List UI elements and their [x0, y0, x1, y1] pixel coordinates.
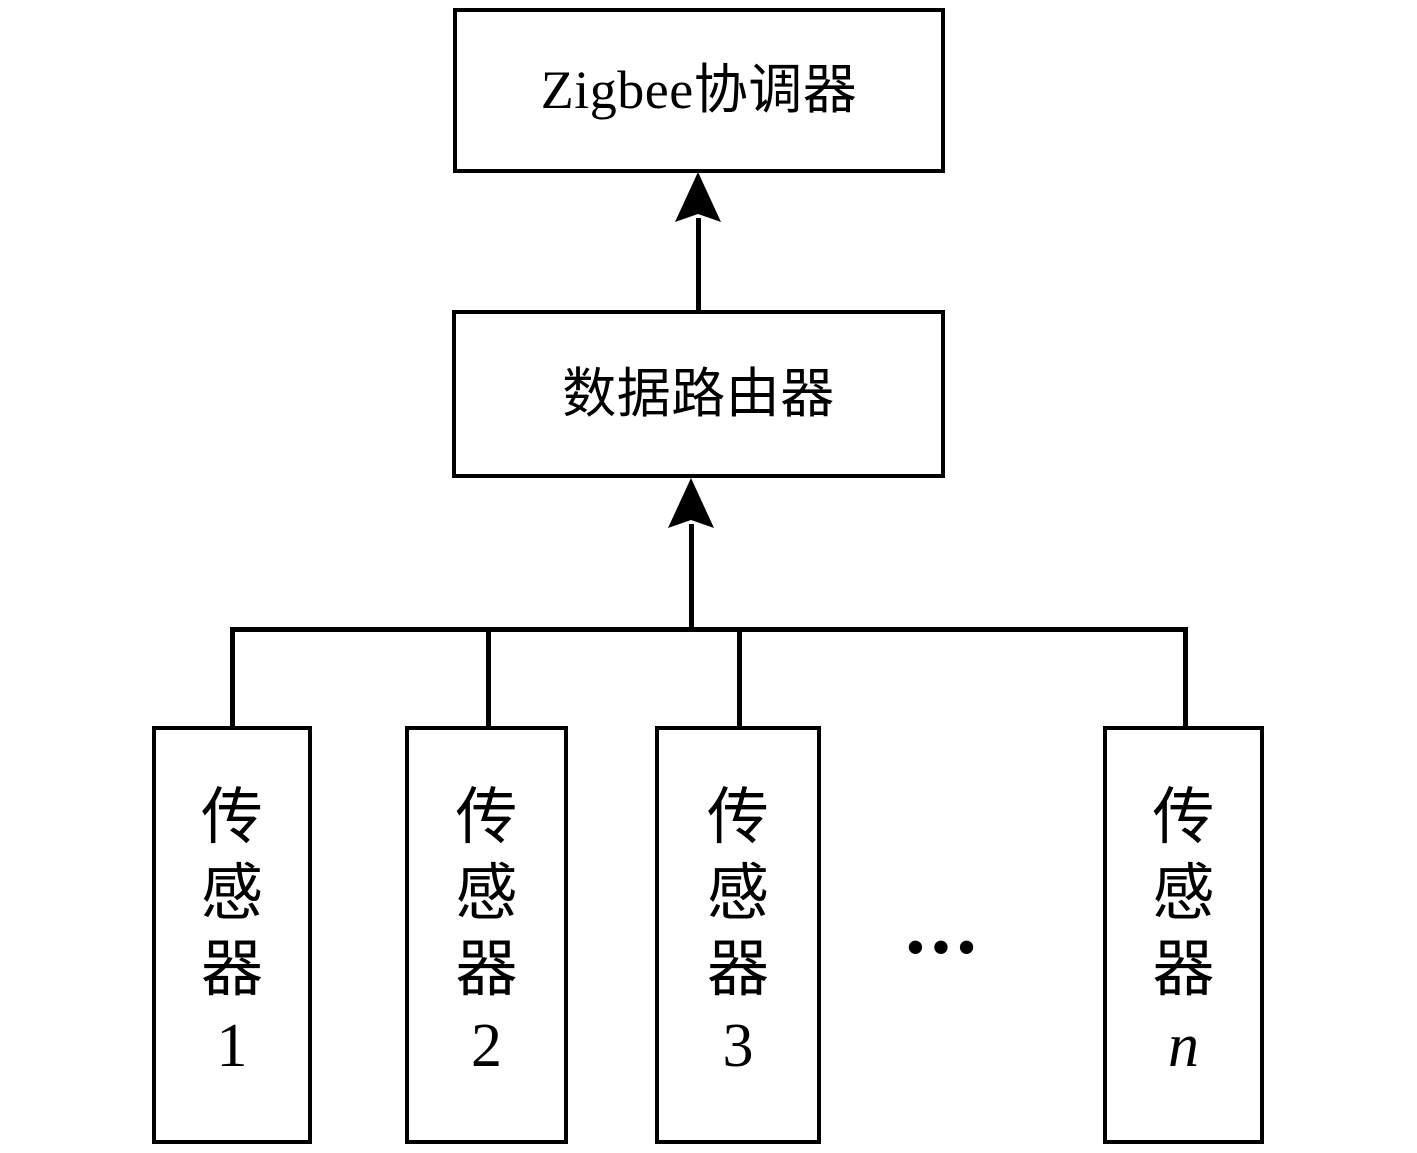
drop-line-sensor-2: [486, 627, 491, 728]
sensor-1-char-1: 传: [200, 784, 263, 852]
sensor-n-char-3: 器: [1152, 936, 1215, 1004]
connector-bus-to-router-shaft: [689, 524, 694, 631]
node-sensor-1[interactable]: 传 感 器 1: [152, 726, 312, 1144]
sensor-n-char-1: 传: [1152, 784, 1215, 852]
sensor-n-index: n: [1168, 1012, 1199, 1080]
drop-line-sensor-n: [1183, 627, 1188, 728]
drop-line-sensor-1: [230, 627, 235, 728]
drop-line-sensor-3: [737, 627, 742, 728]
sensor-3-char-3: 器: [706, 936, 769, 1004]
sensor-2-char-1: 传: [455, 784, 518, 852]
connector-router-to-coordinator-shaft: [696, 218, 701, 310]
node-sensor-n[interactable]: 传 感 器 n: [1103, 726, 1264, 1144]
sensor-n-char-2: 感: [1152, 860, 1215, 928]
sensor-1-char-2: 感: [200, 860, 263, 928]
node-zigbee-coordinator-label: Zigbee协调器: [540, 60, 858, 121]
sensor-bus-line: [230, 627, 1188, 632]
node-data-router[interactable]: 数据路由器: [452, 310, 945, 478]
sensor-ellipsis: •••: [905, 917, 983, 979]
sensor-1-index: 1: [216, 1012, 248, 1080]
node-data-router-label: 数据路由器: [562, 363, 835, 424]
sensor-2-char-3: 器: [455, 936, 518, 1004]
sensor-3-char-2: 感: [706, 860, 769, 928]
sensor-2-char-2: 感: [455, 860, 518, 928]
sensor-2-index: 2: [471, 1012, 502, 1080]
sensor-1-char-3: 器: [200, 936, 263, 1004]
sensor-3-char-1: 传: [706, 784, 769, 852]
node-zigbee-coordinator[interactable]: Zigbee协调器: [453, 8, 945, 173]
node-sensor-3[interactable]: 传 感 器 3: [655, 726, 821, 1144]
sensor-3-index: 3: [722, 1012, 754, 1080]
node-sensor-2[interactable]: 传 感 器 2: [405, 726, 568, 1144]
arrow-up-icon-bus-to-router: [668, 478, 714, 528]
arrow-up-icon-router-to-coordinator: [675, 172, 721, 222]
